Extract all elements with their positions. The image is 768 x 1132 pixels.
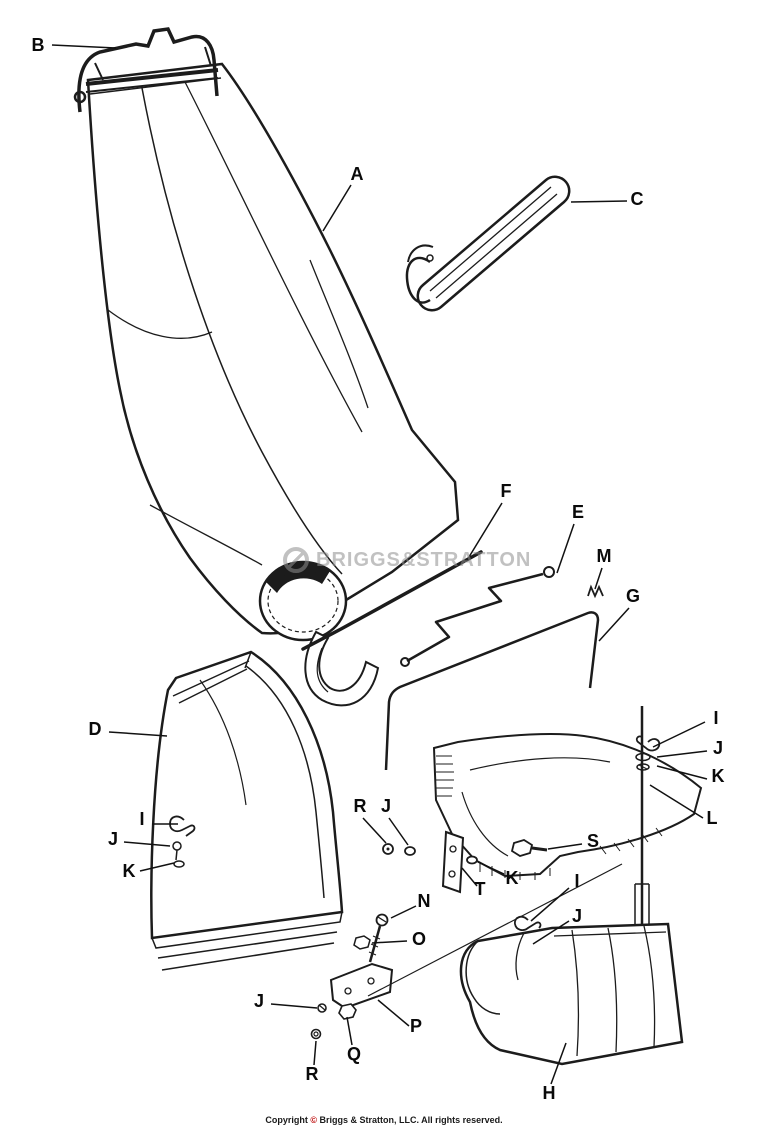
leader-line	[346, 1016, 353, 1046]
wire-frame-part-e	[400, 566, 555, 667]
copyright-symbol: ©	[310, 1115, 317, 1125]
part-label-j5: J	[253, 991, 265, 1011]
part-label-p: P	[409, 1016, 423, 1036]
part-label-g: G	[625, 586, 641, 606]
screw-part-n	[368, 913, 389, 963]
leader-line	[656, 765, 708, 780]
rod-part-f	[301, 550, 483, 651]
part-label-d: D	[88, 719, 102, 739]
part-label-b: B	[31, 35, 45, 55]
leader-lines	[51, 44, 708, 1085]
leader-line	[550, 1042, 567, 1085]
leader-line	[477, 861, 505, 875]
support-rod-part-l	[634, 706, 650, 928]
part-label-e: E	[571, 502, 585, 522]
leader-line	[388, 817, 409, 846]
hardware-right-ijk	[635, 735, 661, 771]
leader-line	[313, 1040, 317, 1066]
discharge-chute-part-d	[150, 650, 344, 971]
leader-line	[51, 44, 117, 49]
leader-line	[139, 862, 175, 872]
hardware-left-ijk	[169, 815, 196, 868]
leader-line	[598, 607, 630, 642]
part-label-j4: J	[571, 906, 583, 926]
part-label-i1: I	[139, 809, 145, 829]
part-label-a: A	[350, 164, 364, 184]
part-label-i3: I	[574, 871, 580, 891]
part-label-m: M	[596, 546, 612, 566]
bracket-part-t	[441, 830, 465, 894]
bracket-part-p	[329, 962, 394, 1010]
part-label-l: L	[706, 808, 718, 828]
copyright-notice: Copyright © Briggs & Stratton, LLC. All …	[0, 1115, 768, 1125]
leader-line	[652, 721, 706, 748]
mower-deck-housing	[432, 733, 703, 880]
leader-line	[468, 502, 503, 558]
part-label-r1: R	[353, 796, 367, 816]
nut-part-o	[353, 935, 371, 950]
hardware-mid-rjk	[382, 843, 478, 865]
bolt-part-s	[510, 839, 548, 857]
leader-line	[123, 841, 171, 847]
copyright-text: Briggs & Stratton, LLC. All rights reser…	[316, 1115, 503, 1125]
part-label-k2: K	[505, 868, 519, 888]
part-label-q: Q	[346, 1044, 362, 1064]
grass-bag-part-a	[86, 62, 460, 642]
part-label-k3: K	[711, 766, 725, 786]
part-label-i2: I	[713, 708, 719, 728]
part-label-o: O	[411, 929, 427, 949]
leader-line	[270, 1003, 318, 1009]
cover-part-h	[459, 922, 684, 1066]
part-label-k1: K	[122, 861, 136, 881]
part-label-j3: J	[712, 738, 724, 758]
leader-line	[322, 184, 352, 232]
copyright-prefix: Copyright	[265, 1115, 311, 1125]
leader-line	[362, 817, 387, 844]
leader-line	[556, 523, 575, 574]
part-label-j2: J	[380, 796, 392, 816]
upper-handle-part-c	[405, 175, 571, 312]
part-label-j1: J	[107, 829, 119, 849]
part-label-f: F	[500, 481, 512, 501]
part-label-r2: R	[305, 1064, 319, 1084]
spring-part-m	[587, 584, 604, 599]
leader-line	[594, 567, 603, 590]
leader-line	[461, 867, 478, 887]
wire-rod-part-g	[384, 611, 600, 771]
part-label-c: C	[630, 189, 644, 209]
leader-line	[547, 843, 583, 850]
leader-line	[377, 999, 410, 1027]
leader-line	[108, 731, 168, 737]
leader-line	[532, 920, 570, 945]
part-label-h: H	[542, 1083, 556, 1103]
leader-line	[656, 750, 708, 758]
part-label-s: S	[586, 831, 600, 851]
leader-line	[530, 887, 570, 922]
part-label-n: N	[417, 891, 431, 911]
leader-line	[390, 905, 417, 919]
bag-adapter-collar	[304, 630, 380, 707]
part-label-t: T	[474, 879, 486, 899]
leader-line	[570, 200, 628, 203]
leader-line	[649, 784, 704, 819]
hardware-bottom-jqr	[310, 1003, 357, 1040]
bag-frame-part-b	[73, 27, 219, 113]
alignment-rod-line	[367, 863, 623, 997]
leader-line	[371, 940, 408, 944]
